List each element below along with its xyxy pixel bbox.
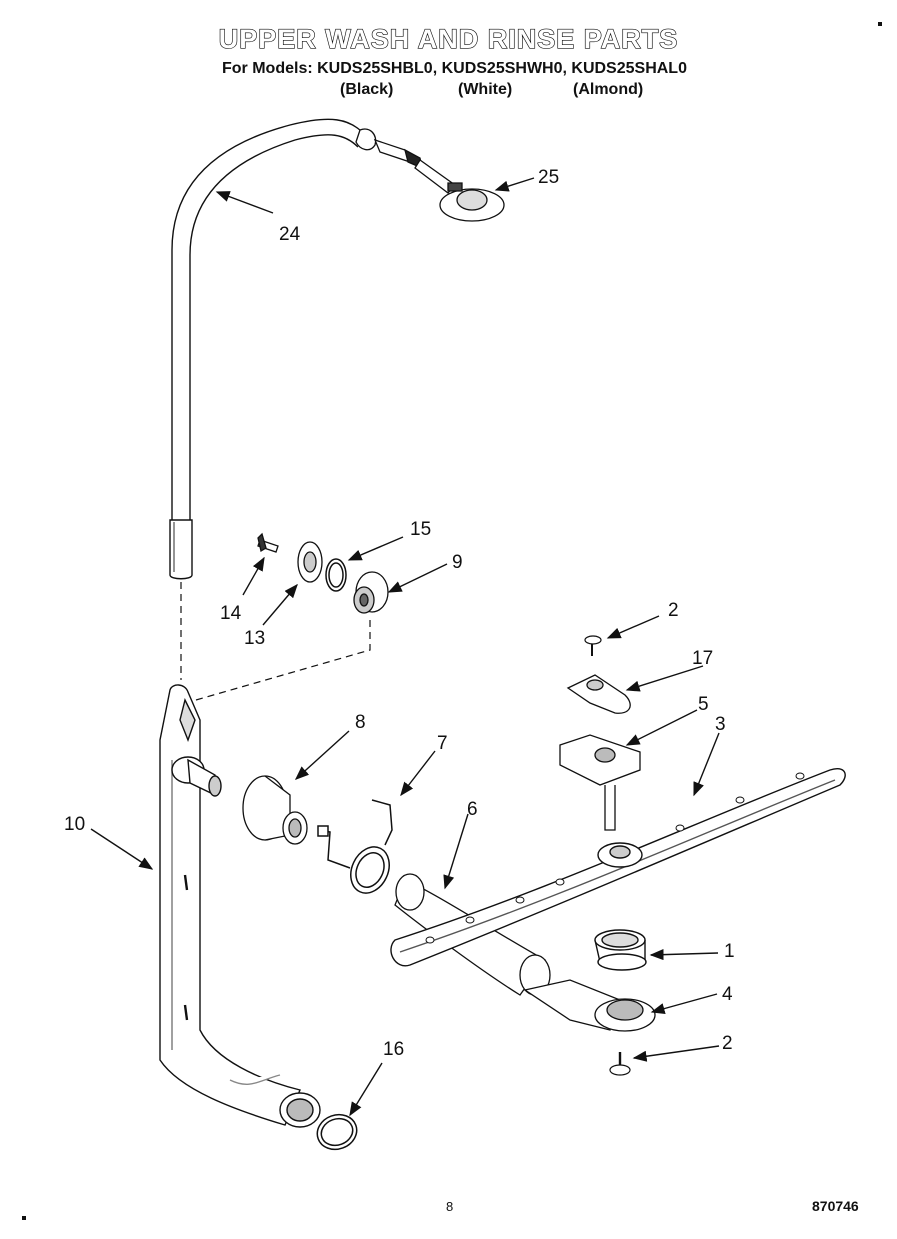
callout-17: 17 xyxy=(692,648,713,669)
callout-25: 25 xyxy=(538,167,559,188)
corner-mark-top xyxy=(878,22,882,26)
leader-arrows xyxy=(90,177,720,1117)
page-title: UPPER WASH AND RINSE PARTS xyxy=(218,23,679,54)
gasket-part-16 xyxy=(316,1113,358,1151)
document-code: 870746 xyxy=(812,1198,859,1214)
spray-arm-part-3 xyxy=(390,768,846,967)
callout-3: 3 xyxy=(715,714,726,735)
ring-part-1 xyxy=(594,929,647,971)
screw-part-2-bottom xyxy=(609,1052,631,1076)
hub-part-5 xyxy=(559,734,641,831)
callout-2-top: 2 xyxy=(668,600,679,621)
color-variant-black: (Black) xyxy=(340,81,394,98)
bracket-part-17 xyxy=(566,674,631,714)
o-ring-part-15 xyxy=(325,558,347,592)
callout-24: 24 xyxy=(279,224,301,245)
manifold-part-4 xyxy=(523,979,656,1032)
callout-7: 7 xyxy=(437,733,448,754)
callout-6: 6 xyxy=(467,799,478,820)
callout-16: 16 xyxy=(383,1039,404,1060)
seal-part-8 xyxy=(242,775,308,845)
page-number: 8 xyxy=(446,1199,454,1214)
adapter-part-9 xyxy=(353,571,389,614)
callout-15: 15 xyxy=(410,519,431,540)
callout-13: 13 xyxy=(244,628,265,649)
screw-part-2-top xyxy=(584,635,602,656)
alignment-lines xyxy=(180,582,371,701)
color-variant-white: (White) xyxy=(458,81,513,98)
clamp-part-7 xyxy=(317,799,393,894)
upper-spray-part-25 xyxy=(355,128,505,222)
callout-14: 14 xyxy=(220,603,242,624)
callout-5: 5 xyxy=(698,694,709,715)
callout-2-bottom: 2 xyxy=(722,1033,733,1054)
lower-conduit-part-10 xyxy=(159,684,321,1128)
callout-9: 9 xyxy=(452,552,463,573)
conduit-tube-part-24 xyxy=(169,118,366,580)
callout-4: 4 xyxy=(722,984,733,1005)
models-line: For Models: KUDS25SHBL0, KUDS25SHWH0, KU… xyxy=(222,60,687,77)
screw-part-14 xyxy=(257,532,279,553)
corner-mark-bottom xyxy=(22,1216,26,1220)
callout-1: 1 xyxy=(724,941,735,962)
color-variant-almond: (Almond) xyxy=(573,81,644,98)
callout-8: 8 xyxy=(355,712,366,733)
callout-10: 10 xyxy=(64,814,85,835)
cap-part-13 xyxy=(297,541,323,583)
